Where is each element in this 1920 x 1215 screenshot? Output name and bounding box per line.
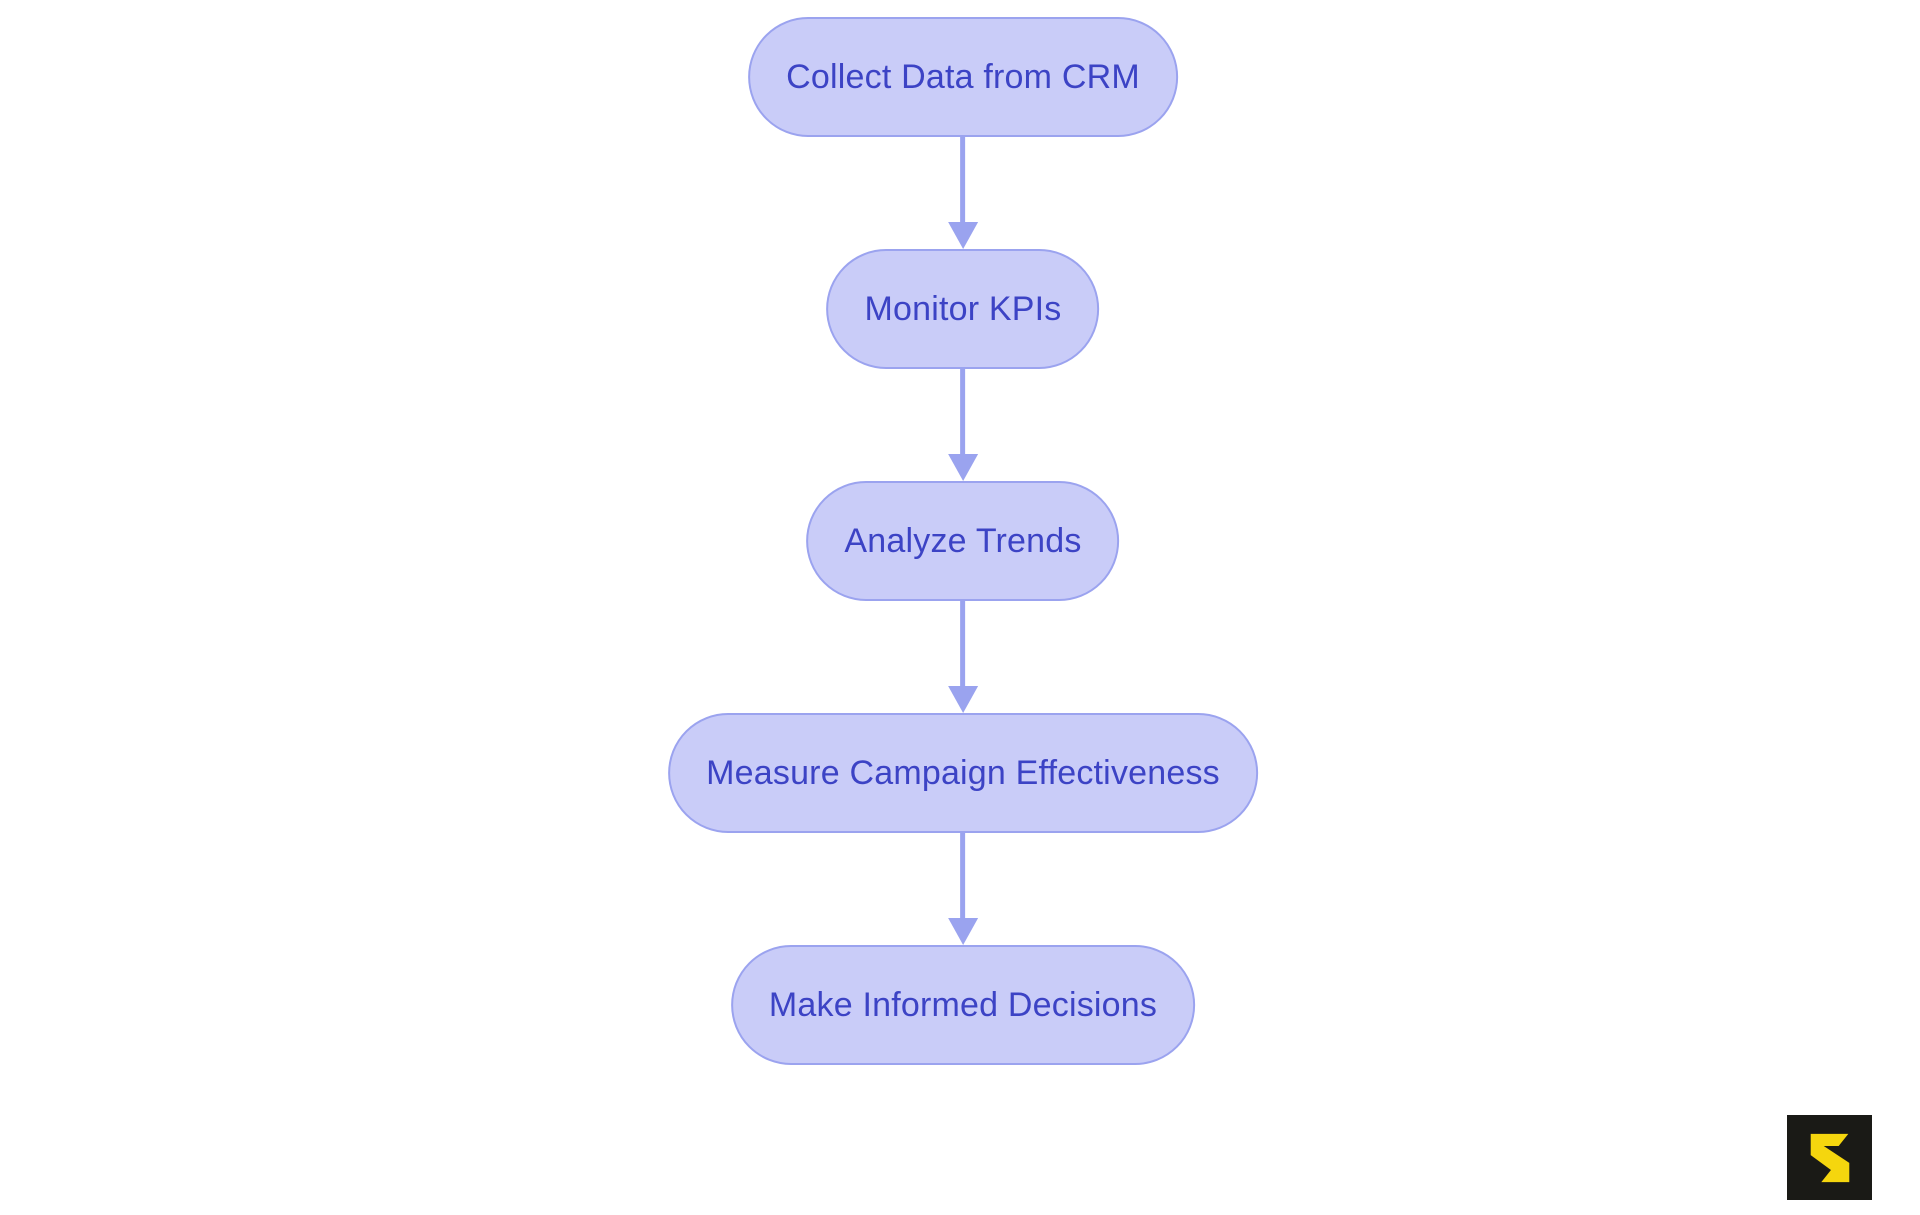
arrow-line	[960, 833, 966, 918]
arrow-head-icon	[948, 222, 978, 249]
flow-node-collect-data-from-crm: Collect Data from CRM	[748, 17, 1178, 137]
flow-arrow	[948, 833, 978, 945]
arrow-head-icon	[948, 686, 978, 713]
flow-node-measure-campaign-effectiveness: Measure Campaign Effectiveness	[668, 713, 1258, 833]
arrow-line	[960, 601, 966, 686]
flow-arrow	[948, 601, 978, 713]
arrow-head-icon	[948, 454, 978, 481]
node-label: Monitor KPIs	[864, 289, 1062, 328]
arrow-line	[960, 137, 966, 222]
flow-node-make-informed-decisions: Make Informed Decisions	[730, 945, 1196, 1065]
node-label: Make Informed Decisions	[768, 985, 1158, 1024]
flow-arrow	[948, 137, 978, 249]
arrow-head-icon	[948, 918, 978, 945]
flow-node-analyze-trends: Analyze Trends	[806, 481, 1120, 601]
node-label: Measure Campaign Effectiveness	[706, 753, 1220, 792]
flow-node-monitor-kpis: Monitor KPIs	[826, 249, 1100, 369]
flowchart: Collect Data from CRM Monitor KPIs Analy…	[668, 17, 1258, 1065]
flow-arrow	[948, 369, 978, 481]
arrow-line	[960, 369, 966, 454]
node-label: Analyze Trends	[844, 521, 1082, 560]
node-label: Collect Data from CRM	[786, 57, 1140, 96]
s-icon	[1810, 1133, 1849, 1182]
brand-logo	[1787, 1115, 1872, 1200]
